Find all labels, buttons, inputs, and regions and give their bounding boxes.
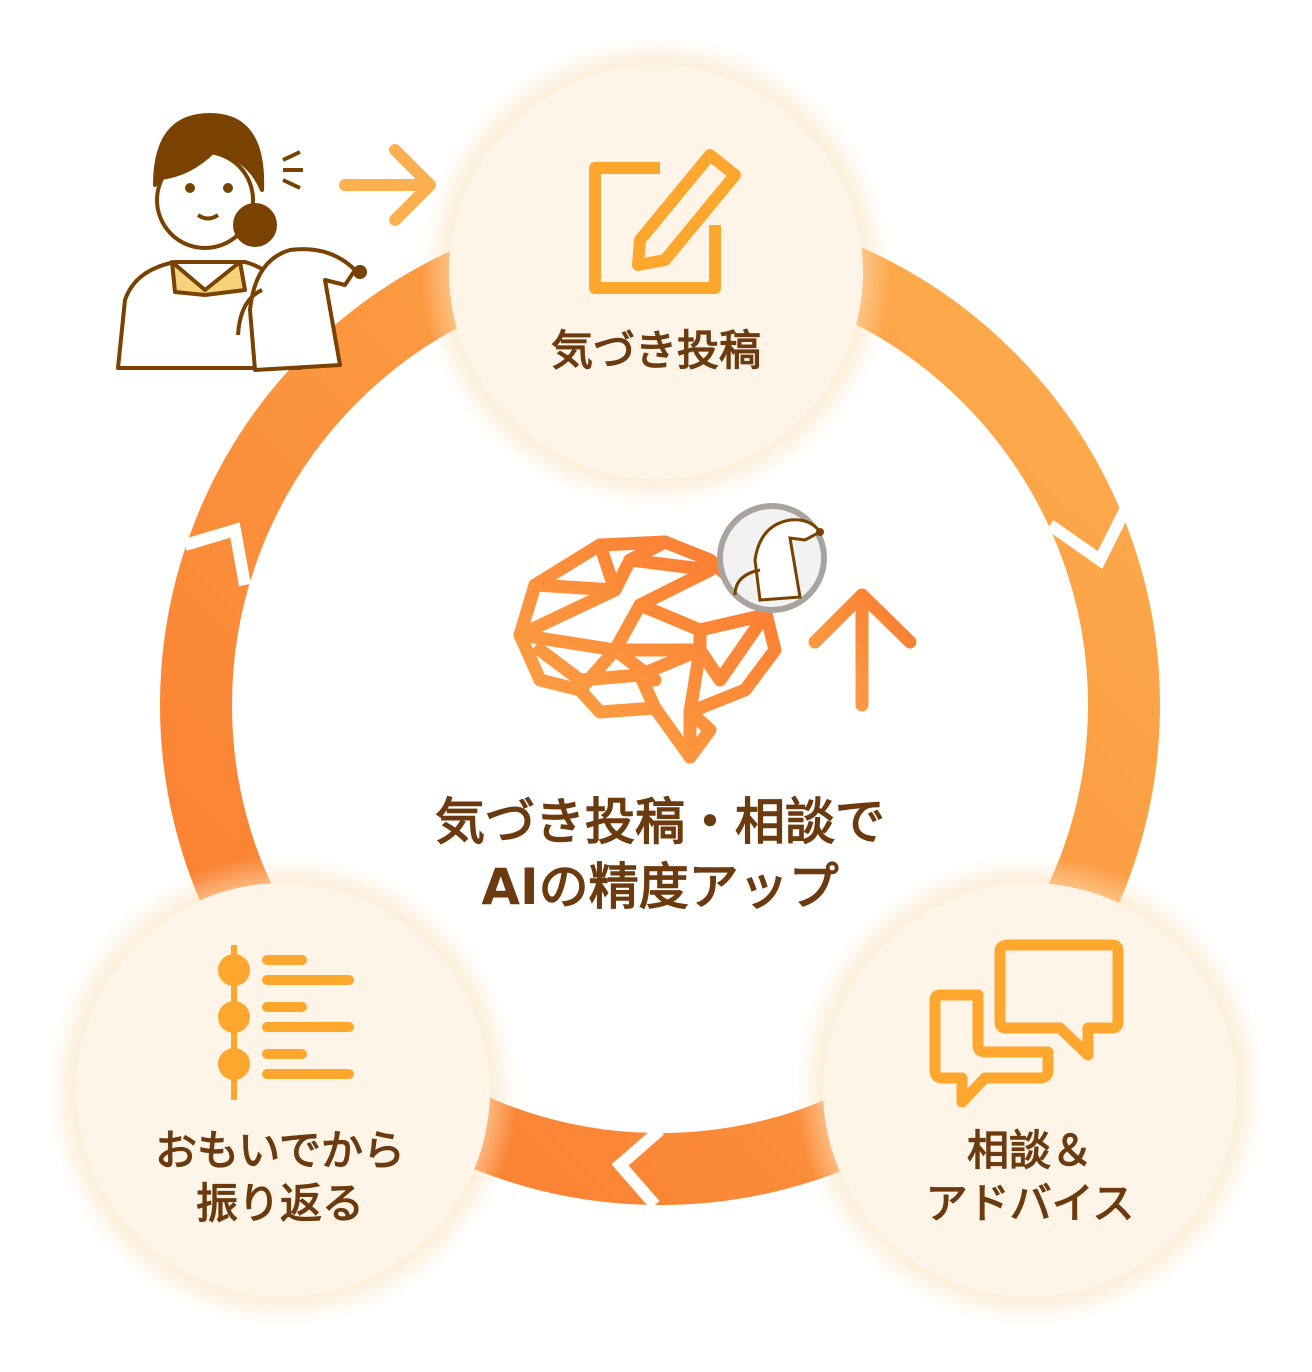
step-label-memories: おもいでから 振り返る <box>80 1125 480 1230</box>
step-label-post: 気づき投稿 <box>550 326 761 375</box>
step-circle-post <box>421 37 891 507</box>
brain-network-icon <box>513 535 782 764</box>
timeline-icon <box>218 945 354 1100</box>
person-with-dog-illustration <box>116 113 367 372</box>
step-circle-consult <box>795 855 1265 1325</box>
center-caption: 気づき投稿・相談で AIの精度アップ <box>330 790 990 920</box>
center-caption-line2: AIの精度アップ <box>481 858 839 916</box>
chat-bubbles-icon <box>929 939 1124 1108</box>
step-label-consult-line2: アドバイス <box>925 1178 1135 1228</box>
center-caption-line1: 気づき投稿・相談で <box>435 793 885 851</box>
ring-chevrons <box>183 507 1131 1209</box>
step-label-consult-line1: 相談＆ <box>966 1126 1093 1175</box>
arrow-up-icon <box>808 588 917 712</box>
arrow-right-icon <box>339 144 436 226</box>
step-label-consult: 相談＆ アドバイス <box>830 1125 1230 1230</box>
step-label-memories-line1: おもいでから <box>155 1126 405 1175</box>
edit-icon <box>589 149 741 294</box>
step-circle-memories <box>48 855 518 1325</box>
dog-badge-icon <box>717 503 827 613</box>
step-label-memories-line2: 振り返る <box>195 1178 364 1228</box>
